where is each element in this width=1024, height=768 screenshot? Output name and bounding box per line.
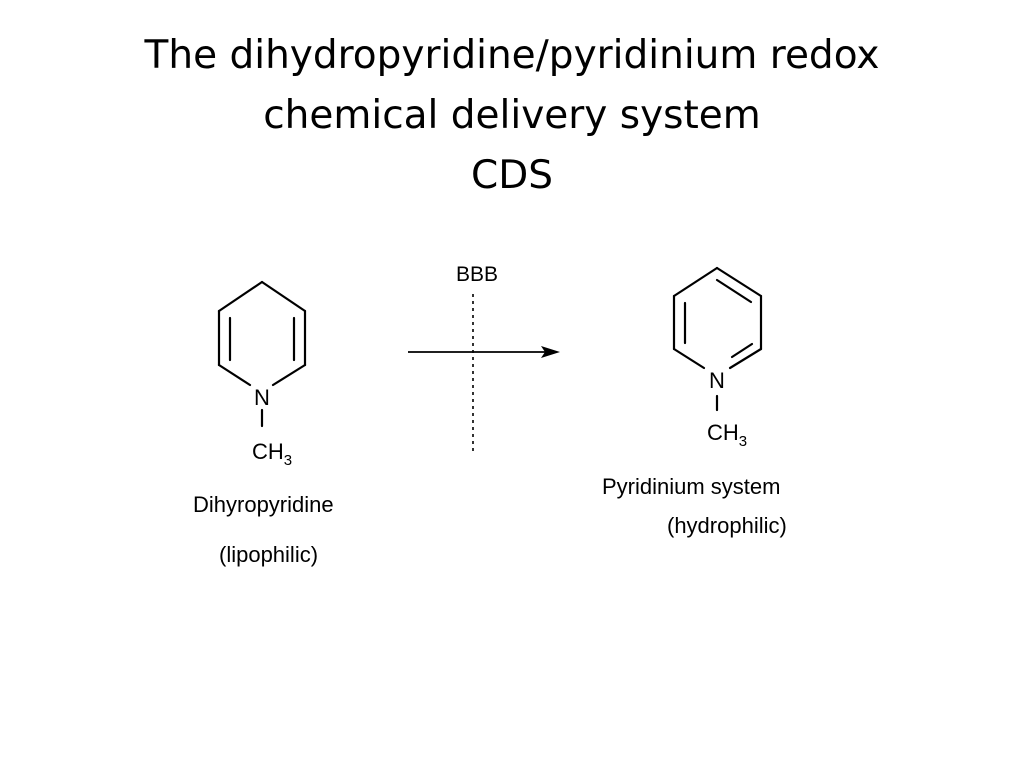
left-methyl-subscript: 3 bbox=[284, 452, 292, 469]
title-line-3: CDS bbox=[470, 153, 554, 198]
bond-n-c6 bbox=[271, 363, 307, 387]
bond-c4-c3-right bbox=[672, 266, 719, 298]
bond-c2-n bbox=[217, 363, 252, 387]
bond-c5-c4-right-double bbox=[715, 278, 753, 304]
barrier-label: BBB bbox=[456, 263, 498, 286]
left-methyl-main: CH bbox=[252, 439, 284, 464]
left-compound-property: (lipophilic) bbox=[219, 542, 318, 567]
right-compound-property: (hydrophilic) bbox=[667, 513, 787, 538]
bond-n-c6-right-double bbox=[730, 342, 754, 359]
title-line-2: chemical delivery system bbox=[263, 93, 761, 138]
bond-n-c6-right bbox=[728, 347, 763, 370]
right-methyl-label: CH3 bbox=[707, 420, 747, 450]
title-line-1: The dihydropyridine/pyridinium redox bbox=[144, 33, 880, 78]
slide-title: The dihydropyridine/pyridinium redox che… bbox=[0, 26, 1024, 206]
left-compound-name: Dihyropyridine bbox=[193, 492, 334, 517]
reaction-arrow-head bbox=[541, 346, 560, 358]
right-methyl-main: CH bbox=[707, 420, 739, 445]
right-compound-name: Pyridinium system bbox=[602, 474, 780, 499]
bond-c2-n-right bbox=[672, 347, 706, 370]
bond-c5-c4 bbox=[260, 280, 307, 313]
pyridinium-structure bbox=[672, 266, 763, 412]
left-nitrogen-label: N bbox=[254, 385, 270, 410]
right-nitrogen-label: N bbox=[709, 368, 725, 393]
bond-c5-c4-right bbox=[715, 266, 763, 298]
dihydropyridine-structure bbox=[217, 280, 307, 428]
bond-c4-c3 bbox=[217, 280, 264, 313]
right-methyl-subscript: 3 bbox=[739, 433, 747, 450]
left-methyl-label: CH3 bbox=[252, 439, 292, 469]
